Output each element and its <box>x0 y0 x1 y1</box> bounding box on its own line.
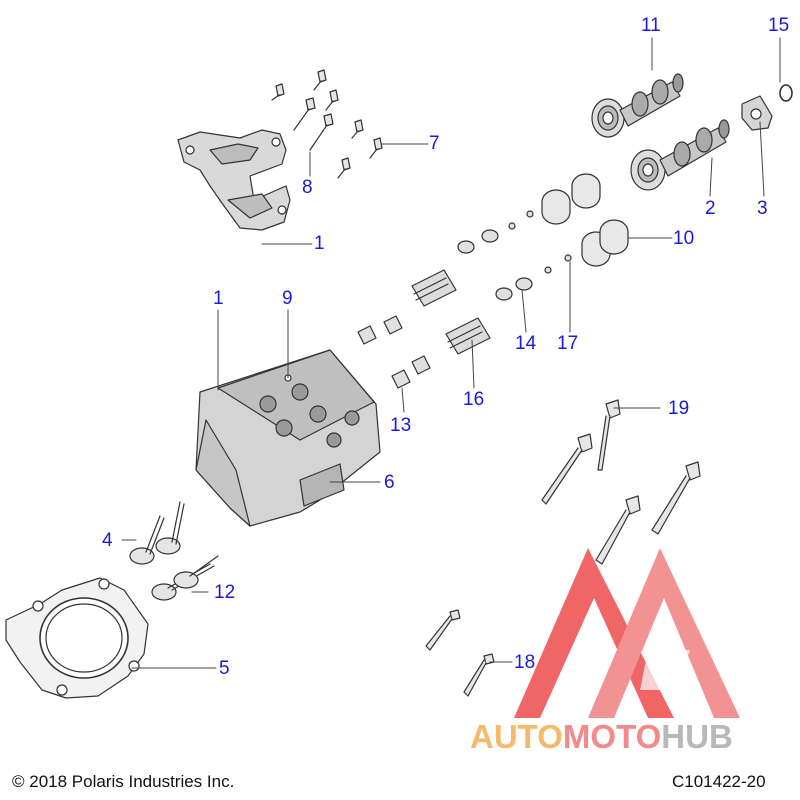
watermark-hub: HUB <box>661 718 733 755</box>
clip-ring <box>779 84 793 102</box>
callout-14: 14 <box>515 333 537 354</box>
callout-17: 17 <box>557 333 579 354</box>
head-gasket <box>5 577 149 699</box>
head-bolts-short <box>425 609 495 697</box>
camshaft-lower <box>630 119 730 191</box>
callout-8: 8 <box>302 177 313 198</box>
valve-buckets <box>541 173 629 267</box>
drawing-id: C101422-20 <box>672 772 766 791</box>
callout-10: 10 <box>673 228 695 249</box>
carrier-bolts <box>271 69 383 179</box>
head-bolts-long <box>541 399 701 565</box>
callout-1-head: 1 <box>213 288 224 309</box>
watermark-auto: AUTO <box>470 718 563 755</box>
valve-retainers <box>457 210 572 301</box>
watermark-text: AUTOMOTOHUB <box>470 718 733 756</box>
copyright-text: © 2018 Polaris Industries Inc. <box>12 772 235 791</box>
valve-seals <box>357 315 431 389</box>
camshaft-carrier <box>177 129 291 231</box>
callout-15: 15 <box>768 15 790 36</box>
callout-1-carrier: 1 <box>314 233 325 254</box>
callout-2: 2 <box>705 198 716 219</box>
callout-3: 3 <box>757 198 768 219</box>
watermark-logo <box>514 548 740 718</box>
valve-springs <box>411 269 491 355</box>
callout-5: 5 <box>219 658 230 679</box>
callout-13: 13 <box>390 415 412 436</box>
callout-4: 4 <box>102 530 113 551</box>
leader-lines <box>121 37 781 669</box>
camshaft-upper <box>591 73 684 138</box>
callout-18: 18 <box>514 652 536 673</box>
watermark-moto: MOTO <box>562 718 662 755</box>
callout-11: 11 <box>641 15 661 36</box>
callout-16: 16 <box>463 389 485 410</box>
callout-7: 7 <box>429 133 440 154</box>
callout-12: 12 <box>214 582 236 603</box>
callout-6: 6 <box>384 472 395 493</box>
decompressor-part <box>741 95 773 131</box>
callout-9: 9 <box>282 288 293 309</box>
callout-19: 19 <box>668 398 690 419</box>
valves <box>129 501 219 601</box>
